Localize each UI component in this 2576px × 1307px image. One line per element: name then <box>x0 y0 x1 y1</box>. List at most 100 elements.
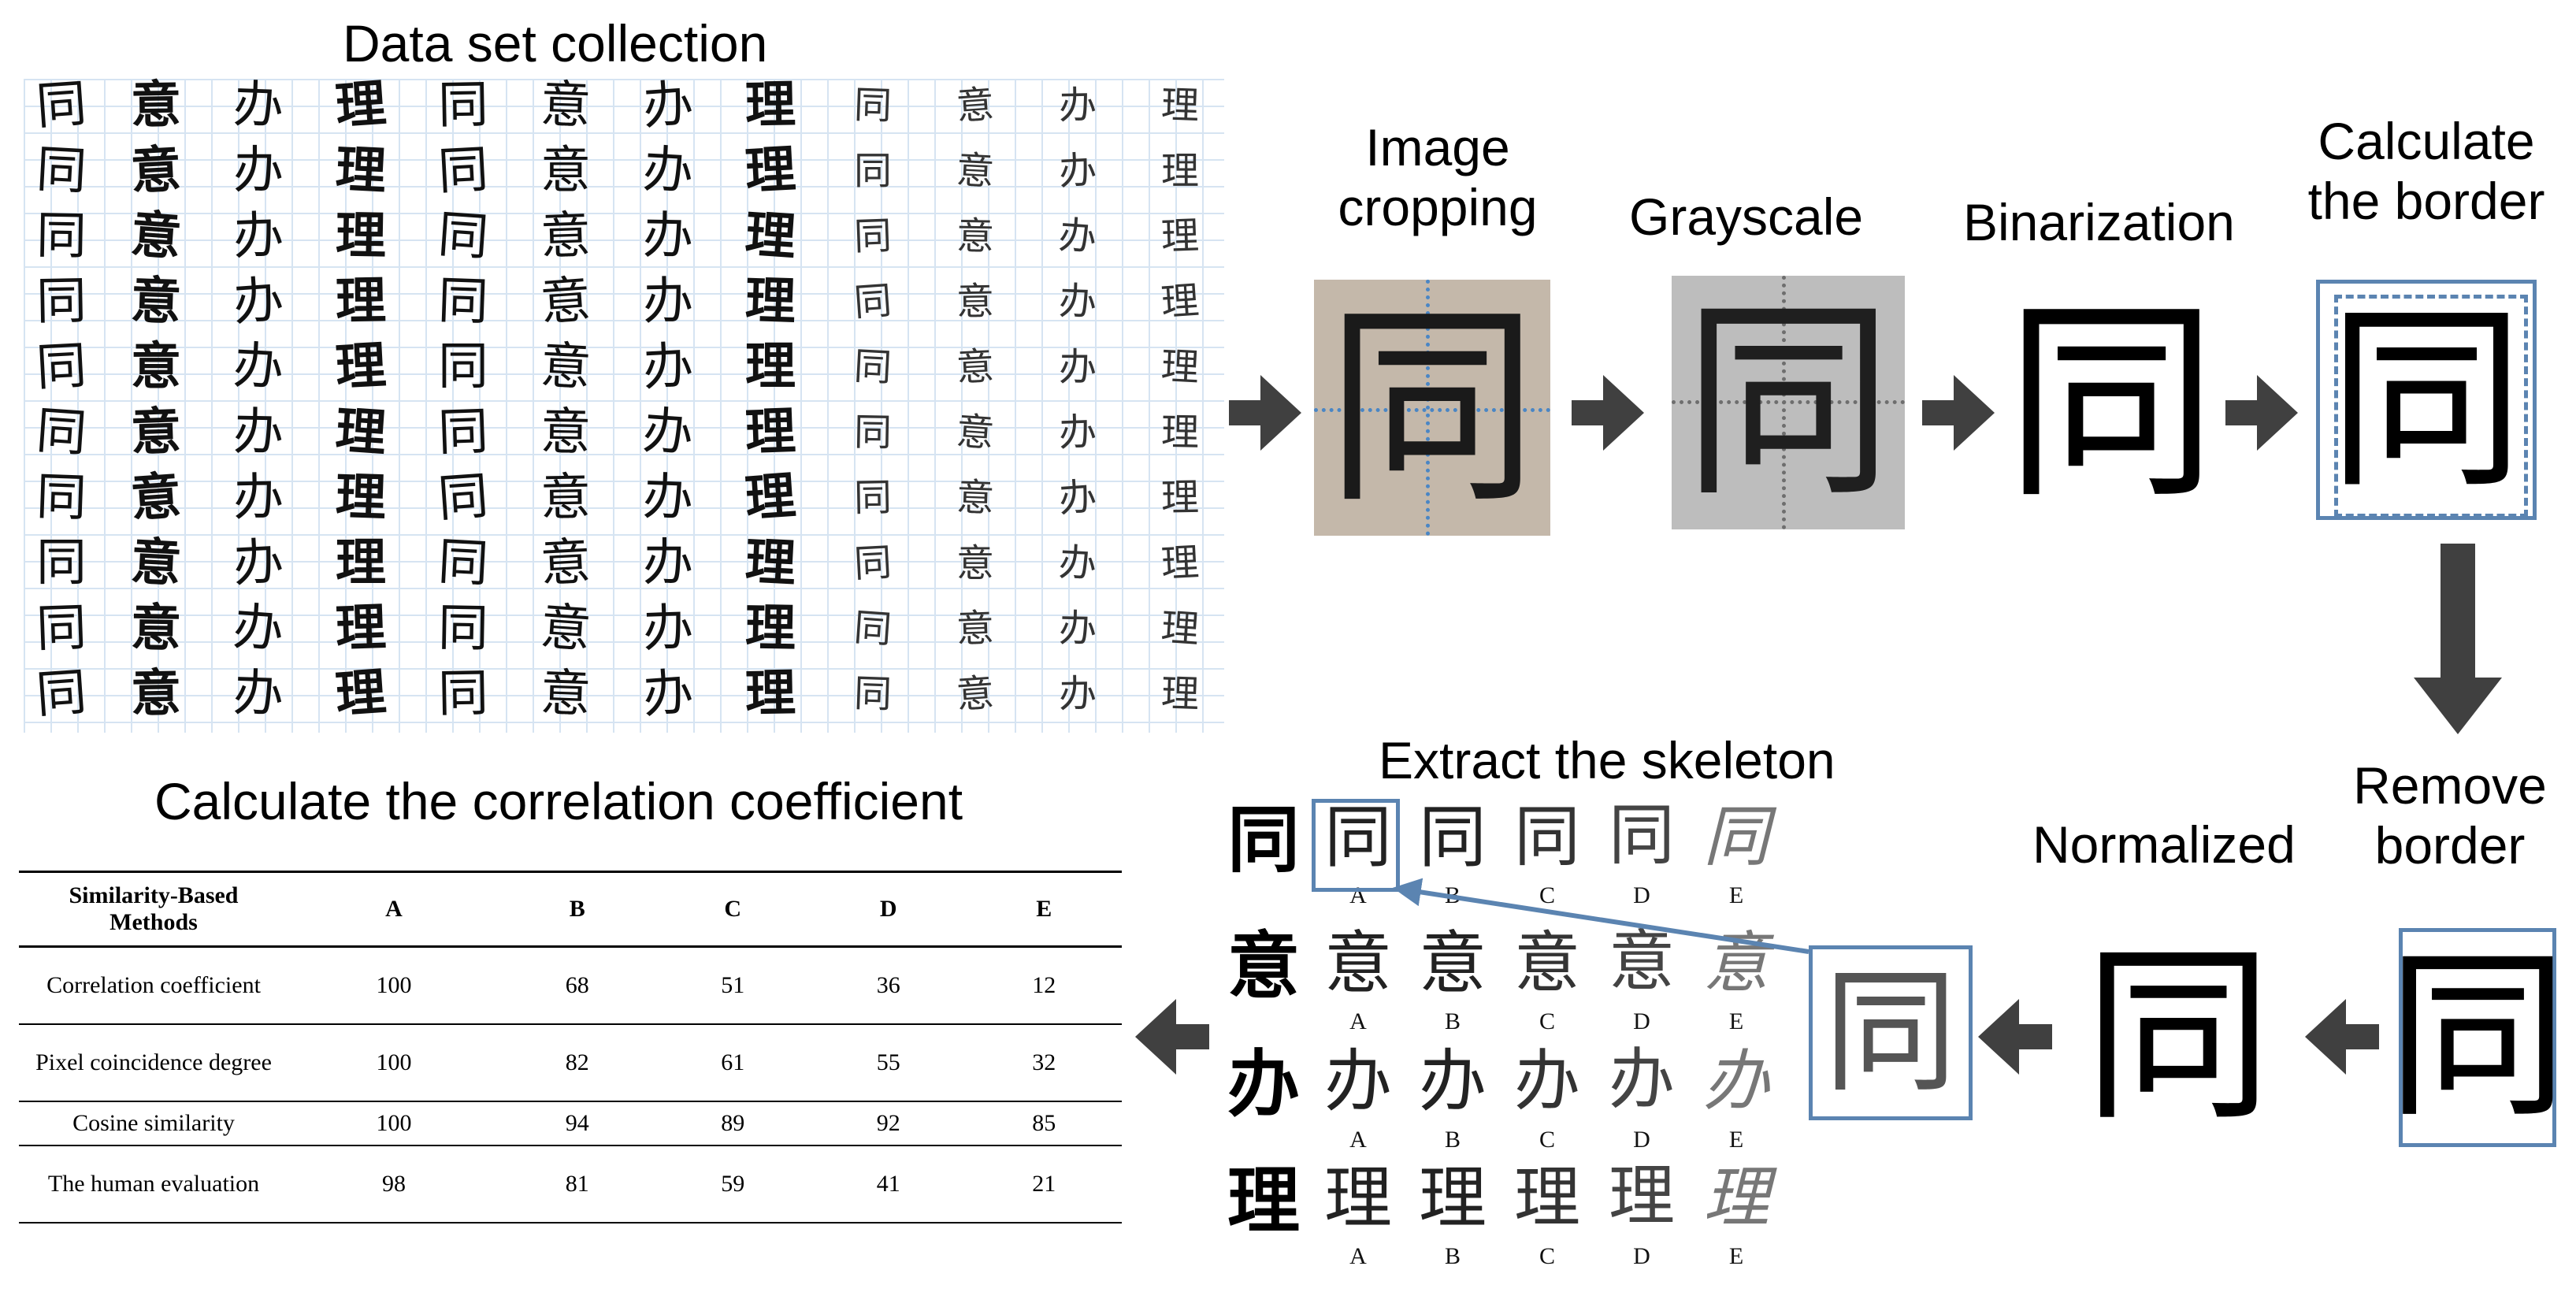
dataset-char: 同 <box>853 671 893 717</box>
skeleton-char: 理 <box>1419 1159 1487 1238</box>
dataset-char: 意 <box>540 468 592 528</box>
dataset-char: 意 <box>539 533 592 594</box>
dataset-char: 意 <box>956 214 995 259</box>
skeleton-label: C <box>1539 1243 1555 1269</box>
table-cell: 36 <box>876 972 900 998</box>
dataset-char: 办 <box>1057 213 1098 260</box>
skeleton-char: 同 <box>1324 798 1392 877</box>
dataset-char: 理 <box>334 139 388 202</box>
skeleton-label: A <box>1349 1008 1367 1034</box>
skeleton-char: 办 <box>1419 1042 1487 1121</box>
table-cell: 81 <box>565 1171 589 1197</box>
binarized-char: 同 <box>2005 279 2218 527</box>
normalized-char: 同 <box>2084 926 2273 1146</box>
dataset-char: 同 <box>436 402 490 463</box>
dataset-char: 办 <box>232 206 285 267</box>
skeleton-label: E <box>1728 1127 1744 1153</box>
dataset-char: 理 <box>744 598 796 659</box>
dataset-char: 理 <box>334 336 388 398</box>
dataset-char: 同 <box>437 664 489 724</box>
remove-border-char: 同 <box>2387 932 2569 1142</box>
grayscale-char: 同 <box>1683 280 1894 525</box>
dataset-char: 同 <box>436 533 490 594</box>
dataset-char: 理 <box>336 533 386 592</box>
table-row: The human evaluation 98 81 59 41 21 <box>19 1145 1122 1223</box>
remove-title: Remove border <box>2353 756 2547 874</box>
table-cell: 100 <box>376 972 412 998</box>
binarization-title: Binarization <box>1963 193 2235 251</box>
dataset-char: 意 <box>129 139 183 202</box>
dataset-char: 办 <box>640 401 696 464</box>
table-cell-method: Correlation coefficient <box>46 972 261 998</box>
dataset-char: 理 <box>1160 83 1200 128</box>
arrow-binary-to-border <box>2225 375 2298 451</box>
dataset-char: 理 <box>1160 149 1199 193</box>
skeleton-label: B <box>1444 1008 1461 1034</box>
dataset-char: 理 <box>745 337 796 396</box>
table-header-b: B <box>569 896 585 922</box>
dataset-char: 办 <box>232 75 285 136</box>
skeleton-char: 办 <box>1702 1042 1769 1119</box>
dataset-char: 同 <box>34 401 89 464</box>
skeleton-label: D <box>1633 1127 1650 1153</box>
arrow-collection-to-crop <box>1229 375 1301 451</box>
dataset-char: 办 <box>1058 345 1097 389</box>
skeleton-label: D <box>1633 1243 1650 1269</box>
dataset-char: 意 <box>538 597 593 660</box>
dataset-char: 意 <box>130 663 182 724</box>
table-cell: 21 <box>1032 1171 1056 1197</box>
dataset-char: 同 <box>35 272 87 332</box>
skeleton-label: B <box>1444 882 1461 908</box>
dataset-char: 办 <box>642 206 694 266</box>
skeleton-char: 同 <box>1419 798 1487 877</box>
correlation-title: Calculate the correlation coefficient <box>154 772 963 830</box>
dataset-char: 意 <box>956 606 995 652</box>
skeleton-char: 意 <box>1324 924 1392 1003</box>
dataset-char: 理 <box>744 75 796 136</box>
skeleton-char: 同 <box>1227 797 1300 882</box>
table-cell: 61 <box>721 1049 745 1075</box>
table-cell: 51 <box>721 972 745 998</box>
skeleton-char: 办 <box>1227 1042 1300 1127</box>
dataset-char: 办 <box>231 597 286 660</box>
dataset-char: 同 <box>436 205 491 268</box>
table-header-d: D <box>879 896 897 922</box>
dataset-char: 意 <box>539 75 592 136</box>
dataset-char: 理 <box>333 662 388 726</box>
dataset-char: 办 <box>233 142 284 200</box>
skeleton-char: 理 <box>1227 1158 1300 1243</box>
dataset-char: 意 <box>956 541 994 585</box>
dataset-char: 意 <box>955 409 996 456</box>
dataset-char: 理 <box>334 597 388 659</box>
dataset-char: 意 <box>131 337 181 396</box>
dataset-char: 理 <box>1160 671 1200 717</box>
skeleton-char: 意 <box>1702 924 1769 1001</box>
dataset-char: 理 <box>335 206 387 266</box>
table-header-row: Similarity-Based Methods A B C D E <box>19 871 1122 947</box>
dataset-char: 办 <box>643 534 693 592</box>
dataset-char: 理 <box>334 466 388 529</box>
dataset-char: 办 <box>232 336 285 398</box>
table-cell: 89 <box>721 1110 745 1136</box>
table-cell: 94 <box>565 1110 589 1136</box>
table-header-e: E <box>1036 896 1052 922</box>
dataset-char: 同 <box>853 149 892 193</box>
table-cell: 12 <box>1032 972 1056 998</box>
dataset-char: 意 <box>539 206 592 267</box>
dataset-char: 办 <box>1057 540 1098 587</box>
dataset-char: 办 <box>1058 279 1097 325</box>
normalized-title: Normalized <box>2032 815 2296 874</box>
dataset-sample-grid: 同意办理同意办理同意办理同意办理同意办理同意办理同意办理同意办理同意办理同意办理… <box>24 74 1224 733</box>
dataset-char: 理 <box>743 466 798 529</box>
skeleton-char: 办 <box>1513 1042 1580 1119</box>
skeleton-label: A <box>1349 1243 1367 1269</box>
dataset-char: 意 <box>129 270 183 332</box>
skeleton-char: 理 <box>1608 1160 1675 1234</box>
border-char: 同 <box>2328 284 2525 514</box>
skeleton-char: 意 <box>1419 924 1487 1003</box>
table-cell: 32 <box>1032 1049 1056 1075</box>
dataset-char: 同 <box>436 466 491 529</box>
table-header-a: A <box>385 896 403 922</box>
skeleton-char: 办 <box>1608 1044 1675 1117</box>
